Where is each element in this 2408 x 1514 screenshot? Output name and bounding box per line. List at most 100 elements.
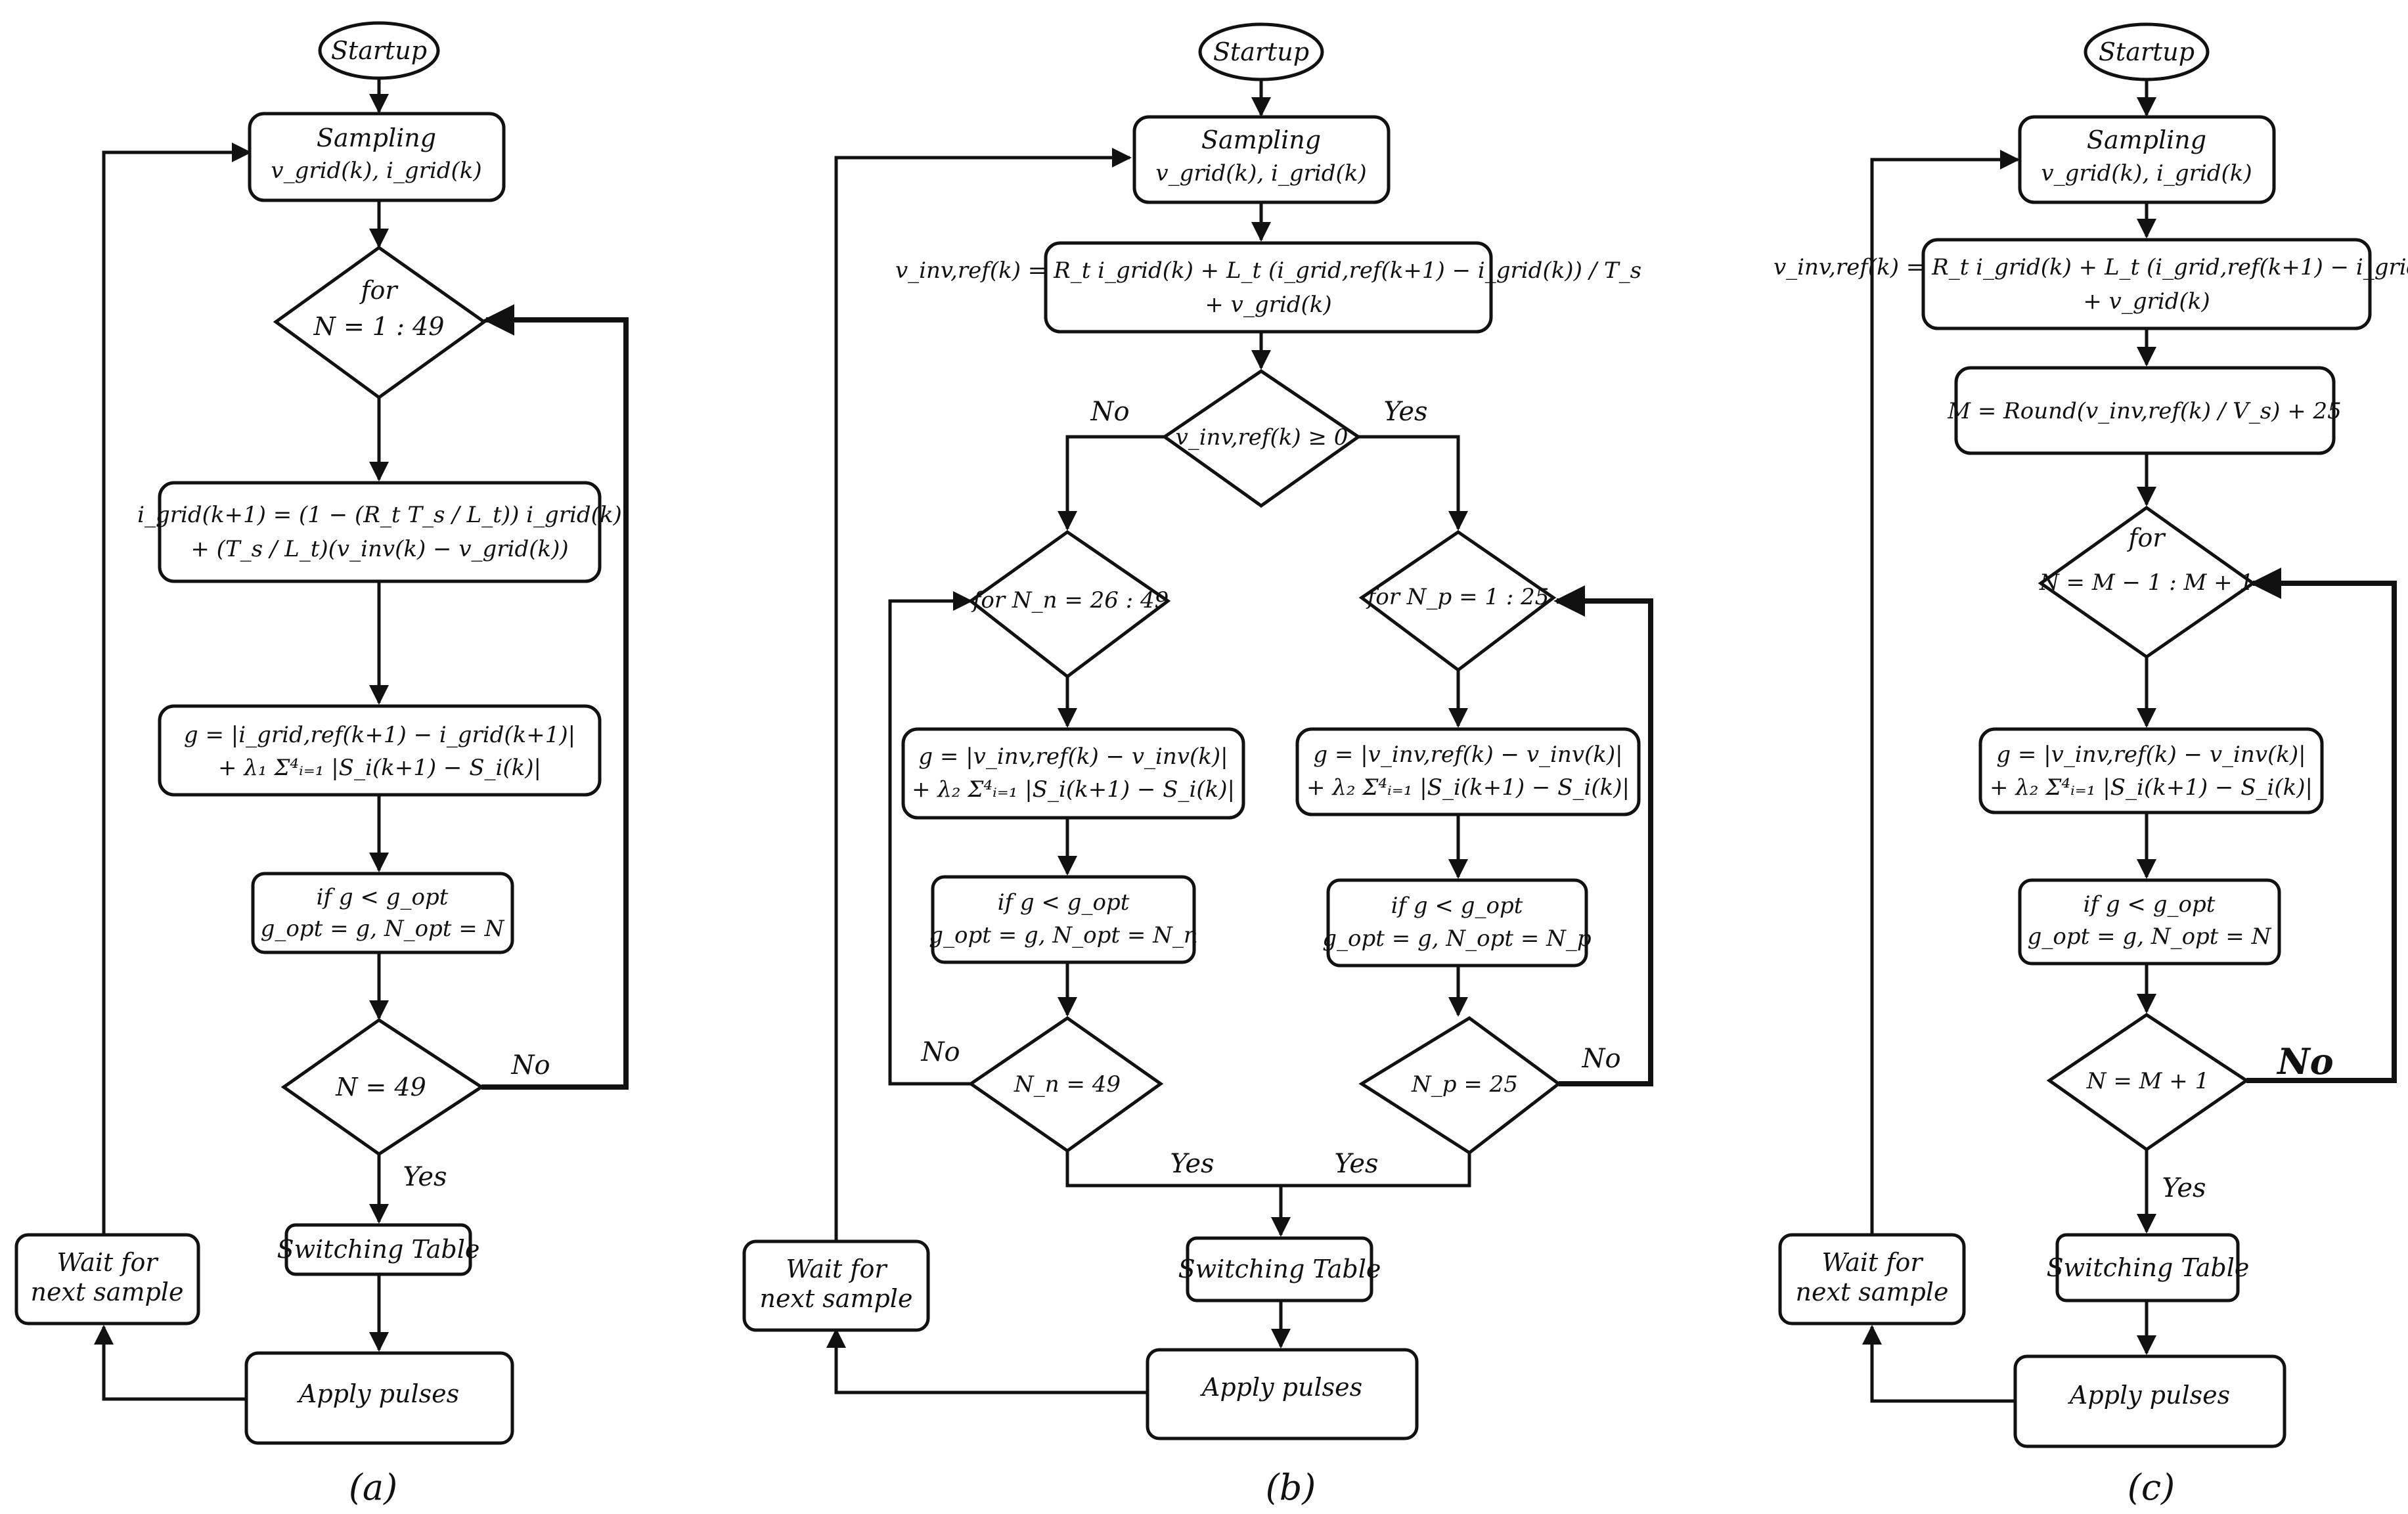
- panel-a-cost-line1: g = |i_grid,ref(k+1) − i_grid(k+1)|: [184, 722, 575, 748]
- panel-a-no-label: No: [510, 1050, 550, 1080]
- panel-c-apply-label: Apply pulses: [2068, 1381, 2230, 1410]
- panel-b-right-compare-line1: if g < g_opt: [1391, 893, 1523, 919]
- panel-a-sampling-vars: v_grid(k), i_grid(k): [271, 158, 481, 184]
- panel-a-switching-node: Switching Table: [277, 1223, 479, 1276]
- panel-a-compare-line2: g_opt = g, N_opt = N: [261, 916, 505, 942]
- panel-b-right-cost-node: g = |v_inv,ref(k) − v_inv(k)| + λ₂ Σ⁴ᵢ₌₁…: [1295, 727, 1641, 816]
- panel-c-caption: (c): [2128, 1467, 2175, 1508]
- panel-b-left-no-label: No: [920, 1037, 960, 1067]
- panel-b-right-check-label: N_p = 25: [1411, 1071, 1518, 1098]
- panel-b-right-cost-line2: + λ₂ Σ⁴ᵢ₌₁ |S_i(k+1) − S_i(k)|: [1306, 774, 1630, 801]
- panel-c-cost-line2: + λ₂ Σ⁴ᵢ₌₁ |S_i(k+1) − S_i(k)|: [1990, 774, 2313, 801]
- edge-b-decision-left: [1058, 435, 1165, 531]
- edge-c-apply-wait: [1862, 1325, 2015, 1403]
- panel-b-vref-line1: v_inv,ref(k) = R_t i_grid(k) + L_t (i_gr…: [895, 257, 1641, 284]
- panel-b-startup-label: Startup: [1213, 37, 1309, 66]
- panel-b-right-compare-node: if g < g_opt g_opt = g, N_opt = N_p: [1322, 878, 1592, 968]
- panel-c-loop-for: for: [2126, 523, 2166, 552]
- panel-a-cost-node: g = |i_grid,ref(k+1) − i_grid(k+1)| + λ₁…: [158, 704, 602, 797]
- panel-c-compare-line2: g_opt = g, N_opt = N: [2028, 924, 2272, 950]
- panel-b-decision-label: v_inv,ref(k) ≥ 0: [1176, 424, 1349, 451]
- panel-a-check-node: N = 49: [280, 1017, 485, 1157]
- panel-c-cost-line1: g = |v_inv,ref(k) − v_inv(k)|: [1996, 742, 2306, 768]
- panel-a-wait-line2: next sample: [31, 1278, 184, 1306]
- panel-b-left-check-label: N_n = 49: [1014, 1071, 1121, 1098]
- panel-c-vref-line2: + v_grid(k): [2083, 288, 2210, 315]
- panel-a-wait-node: Wait for next sample: [14, 1233, 200, 1325]
- panel-c-startup-node: Startup: [2084, 22, 2210, 81]
- panel-b-right-check-node: N_p = 25: [1358, 1015, 1562, 1155]
- panel-a-caption: (a): [349, 1467, 397, 1508]
- panel-a-apply-node: Apply pulses: [244, 1351, 514, 1445]
- panel-b-left-compare-node: if g < g_opt g_opt = g, N_opt = N_n: [929, 875, 1198, 964]
- panel-a-loop-range: N = 1 : 49: [313, 312, 445, 341]
- edge-a-wait-sampling: [102, 143, 252, 1235]
- panel-b-left-loop-node: for N_n = 26 : 49: [968, 529, 1171, 679]
- panel-a-yes-label: Yes: [403, 1162, 447, 1192]
- edge-b-left-no-loop: [888, 591, 973, 1086]
- panel-c-sampling-node: Sampling v_grid(k), i_grid(k): [2018, 115, 2276, 204]
- edge-b-left-yes: [1065, 1151, 1281, 1188]
- panel-c-round-label: M = Round(v_inv,ref(k) / V_s) + 25: [1947, 398, 2342, 424]
- panel-a-compare-line1: if g < g_opt: [317, 884, 449, 910]
- panel-a-loop-node: for N = 1 : 49: [273, 245, 487, 400]
- panel-a-predict-line2: + (T_s / L_t)(v_inv(k) − v_grid(k)): [190, 536, 568, 562]
- panel-c-compare-line1: if g < g_opt: [2084, 891, 2216, 918]
- panel-b-left-loop-label: for N_n = 26 : 49: [971, 587, 1169, 613]
- panel-c-wait-line2: next sample: [1796, 1278, 1949, 1306]
- panel-c-switching-label: Switching Table: [2047, 1253, 2250, 1282]
- panel-c-loop-node: for N = M − 1 : M + 1: [2038, 505, 2256, 659]
- panel-b-left-cost-line1: g = |v_inv,ref(k) − v_inv(k)|: [918, 744, 1228, 770]
- panel-b-right-yes-label: Yes: [1334, 1149, 1378, 1179]
- edge-b-apply-wait: [826, 1328, 1148, 1394]
- panel-b-left-cost-node: g = |v_inv,ref(k) − v_inv(k)| + λ₂ Σ⁴ᵢ₌₁…: [901, 727, 1245, 820]
- panel-b-decision-yes-label: Yes: [1383, 397, 1427, 427]
- panel-c-apply-node: Apply pulses: [2013, 1354, 2286, 1448]
- panel-b-switching-label: Switching Table: [1178, 1255, 1381, 1283]
- panel-c-cost-node: g = |v_inv,ref(k) − v_inv(k)| + λ₂ Σ⁴ᵢ₌₁…: [1978, 727, 2324, 814]
- panel-c-startup-label: Startup: [2099, 37, 2195, 66]
- edge-b-wait-sampling: [834, 148, 1132, 1241]
- panel-b: Startup Sampling v_grid(k), i_grid(k) v_…: [742, 22, 1653, 1508]
- panel-b-sampling-title: Sampling: [1201, 125, 1321, 154]
- panel-c-check-label: N = M + 1: [2086, 1068, 2209, 1094]
- panel-b-sampling-node: Sampling v_grid(k), i_grid(k): [1132, 115, 1391, 204]
- panel-c-wait-line1: Wait for: [1821, 1248, 1924, 1277]
- panel-a-loop-for: for: [359, 276, 399, 305]
- panel-b-right-no-label: No: [1581, 1044, 1620, 1074]
- panel-b-right-loop-node: for N_p = 1 : 25: [1358, 529, 1557, 673]
- panel-b-caption: (b): [1266, 1467, 1316, 1508]
- edge-c-check-no-loop: [2246, 568, 2397, 1083]
- panel-a-sampling-title: Sampling: [317, 123, 436, 152]
- panel-b-apply-node: Apply pulses: [1146, 1348, 1419, 1440]
- panel-b-left-yes-label: Yes: [1170, 1149, 1214, 1179]
- panel-b-left-cost-line2: + λ₂ Σ⁴ᵢ₌₁ |S_i(k+1) − S_i(k)|: [912, 776, 1235, 803]
- panel-a-startup-label: Startup: [331, 36, 427, 65]
- panel-a-check-label: N = 49: [335, 1073, 426, 1102]
- panel-c-no-label: No: [2276, 1040, 2333, 1082]
- panel-b-vref-line2: + v_grid(k): [1205, 292, 1331, 318]
- panel-c-vref-line1: v_inv,ref(k) = R_t i_grid(k) + L_t (i_gr…: [1773, 254, 2408, 280]
- panel-c-wait-node: Wait for next sample: [1778, 1233, 1966, 1325]
- edge-b-right-no-loop: [1553, 585, 1653, 1086]
- panel-b-wait-line2: next sample: [760, 1284, 913, 1313]
- panel-b-left-compare-line1: if g < g_opt: [998, 889, 1130, 916]
- panel-a-sampling-node: Sampling v_grid(k), i_grid(k): [248, 112, 506, 202]
- panel-c-round-node: M = Round(v_inv,ref(k) / V_s) + 25: [1947, 366, 2342, 455]
- panel-c-switching-node: Switching Table: [2047, 1233, 2250, 1302]
- panel-b-right-cost-line1: g = |v_inv,ref(k) − v_inv(k)|: [1313, 742, 1622, 768]
- panel-a-cost-line2: + λ₁ Σ⁴ᵢ₌₁ |S_i(k+1) − S_i(k)|: [218, 755, 541, 781]
- panel-a: Startup Sampling v_grid(k), i_grid(k) fo…: [14, 21, 629, 1508]
- panel-a-startup-node: Startup: [318, 21, 440, 80]
- edge-c-wait-sampling: [1870, 150, 2020, 1235]
- panel-c-sampling-title: Sampling: [2087, 125, 2206, 154]
- panel-b-decision-node: v_inv,ref(k) ≥ 0: [1161, 368, 1362, 508]
- panel-b-right-compare-line2: g_opt = g, N_opt = N_p: [1322, 925, 1591, 952]
- panel-a-wait-line1: Wait for: [56, 1248, 159, 1277]
- panel-c: Startup Sampling v_grid(k), i_grid(k) v_…: [1773, 22, 2408, 1508]
- panel-b-right-loop-label: for N_p = 1 : 25: [1366, 584, 1550, 610]
- edge-b-decision-right: [1358, 435, 1468, 531]
- panel-c-vref-node: v_inv,ref(k) = R_t i_grid(k) + L_t (i_gr…: [1773, 238, 2408, 330]
- panel-a-apply-label: Apply pulses: [297, 1379, 459, 1408]
